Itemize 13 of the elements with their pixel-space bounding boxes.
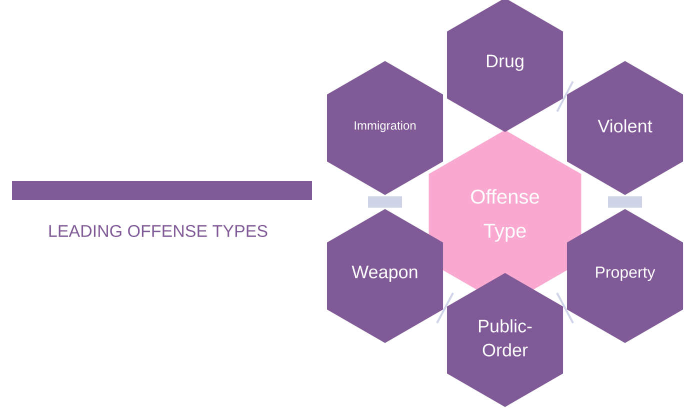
connector-band: [556, 292, 574, 324]
hexagon: Property: [566, 209, 684, 343]
connector-band: [608, 196, 642, 208]
hexagon: Immigration: [326, 61, 444, 195]
hexagon: Drug: [446, 0, 564, 132]
connector-band: [436, 292, 454, 324]
hexagon: Weapon: [326, 209, 444, 343]
title-bar: [12, 181, 312, 200]
hexagon: Public-Order: [446, 273, 564, 407]
connector-band: [556, 80, 574, 112]
title: LEADING OFFENSE TYPES: [49, 224, 268, 238]
connector-band: [368, 196, 402, 208]
hexagon: Violent: [566, 61, 684, 195]
